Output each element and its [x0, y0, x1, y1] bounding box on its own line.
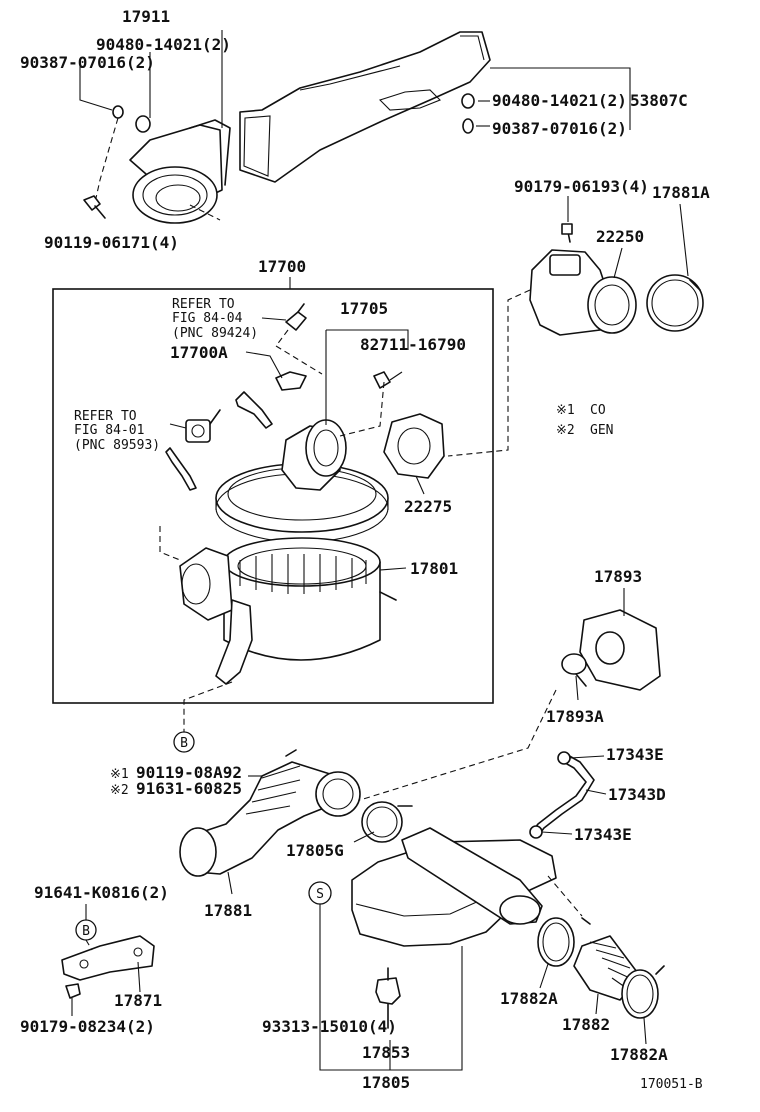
- clip-82711-drawing: [373, 371, 391, 389]
- grommets-right-drawing: [461, 93, 475, 134]
- intake-case-17805-drawing: [351, 827, 557, 947]
- ref1-line3: (PNC 89424): [172, 326, 258, 341]
- legend-gen-text: GEN: [590, 423, 613, 438]
- label-82711: 82711-16790: [360, 335, 466, 354]
- callout-s-label: S: [316, 887, 324, 902]
- label-22275: 22275: [404, 497, 452, 516]
- label-17882: 17882: [562, 1015, 610, 1034]
- label-90119-06171: 90119-06171(4): [44, 233, 179, 252]
- label-17700a: 17700A: [170, 343, 228, 362]
- label-17705: 17705: [340, 299, 388, 318]
- label-90119-08a92: 90119-08A92: [136, 763, 242, 782]
- gasket-22275-drawing: [383, 413, 445, 479]
- air-flow-meter-22250-drawing: [529, 223, 637, 336]
- bracket-17700a-drawing: [275, 371, 307, 391]
- label-53807c: 53807C: [630, 91, 688, 110]
- label-17700: 17700: [258, 257, 306, 276]
- label-90179-06193: 90179-06193(4): [514, 177, 649, 196]
- mount-93313-drawing: [375, 967, 401, 1029]
- label-90480-right: 90480-14021(2): [492, 91, 627, 110]
- small-hoses-drawing: [165, 391, 273, 491]
- label-17882a-left: 17882A: [500, 989, 558, 1008]
- label-17881a: 17881A: [652, 183, 710, 202]
- ref1-line1: REFER TO: [172, 297, 235, 312]
- label-17893: 17893: [594, 567, 642, 586]
- label-22250: 22250: [596, 227, 644, 246]
- label-90387-right: 90387-07016(2): [492, 119, 627, 138]
- legend-co-mark: ※1: [556, 403, 575, 418]
- grommets-left-drawing: [112, 105, 151, 133]
- bolt-90119-06171-drawing: [83, 195, 106, 219]
- label-90480-top: 90480-14021(2): [96, 35, 231, 54]
- callout-s: S: [308, 881, 332, 905]
- label-93313: 93313-15010(4): [262, 1017, 397, 1036]
- hose-17881-drawing: [179, 749, 361, 877]
- leader-lines: [71, 30, 689, 1071]
- bracket-17871-drawing: [61, 935, 155, 981]
- label-17343d: 17343D: [608, 785, 666, 804]
- clamp-17882a-right-drawing: [621, 965, 665, 1019]
- label-17882a-right: 17882A: [610, 1045, 668, 1064]
- callout-b-bottom-label: B: [82, 924, 90, 939]
- clamp-17805g-drawing: [361, 801, 413, 843]
- clamp-17882a-left-drawing: [537, 917, 575, 967]
- label-17881: 17881: [204, 901, 252, 920]
- label-90179-08234: 90179-08234(2): [20, 1017, 155, 1036]
- refer-note-fig-84-04: REFER TO FIG 84-04 (PNC 89424): [172, 297, 258, 341]
- air-cleaner-body-drawing: [179, 537, 397, 685]
- legend-co-text: CO: [590, 403, 606, 418]
- resonator-17893-drawing: [579, 609, 661, 691]
- label-17853: 17853: [362, 1043, 410, 1062]
- air-duct-53807c-drawing: [239, 31, 491, 183]
- label-90387-top: 90387-07016(2): [20, 53, 155, 72]
- callout-b-top-label: B: [180, 736, 188, 751]
- legend-gen-mark: ※2: [556, 423, 575, 438]
- refer-note-fig-84-01: REFER TO FIG 84-01 (PNC 89593): [74, 409, 160, 453]
- hose-17343d-drawing: [529, 751, 595, 839]
- label-17805g: 17805G: [286, 841, 344, 860]
- assembly-box-17700: [52, 288, 494, 704]
- sensor-fig-84-04-drawing: [285, 303, 307, 331]
- bolt-90179-08234-drawing: [65, 983, 81, 999]
- label-17343e-bottom: 17343E: [574, 825, 632, 844]
- label-17801: 17801: [410, 559, 458, 578]
- label-17871: 17871: [114, 991, 162, 1010]
- label-91641: 91641-K0816(2): [34, 883, 169, 902]
- clamp-17881a-drawing: [646, 274, 704, 332]
- figure-code: 170051-B: [640, 1077, 703, 1092]
- air-hose-17911-drawing: [129, 119, 231, 224]
- legend: ※1 CO ※2 GEN: [556, 403, 613, 438]
- vsv-fig-84-01-drawing: [185, 409, 221, 443]
- mark-co-1: ※1: [110, 767, 129, 782]
- label-17805: 17805: [362, 1073, 410, 1092]
- mark-gen-2: ※2: [110, 783, 129, 798]
- clamp-17893a-drawing: [561, 653, 587, 687]
- air-cleaner-cap-17705-drawing: [215, 419, 389, 543]
- callout-b-top: B: [173, 731, 195, 753]
- ref2-line3: (PNC 89593): [74, 438, 160, 453]
- label-17893a: 17893A: [546, 707, 604, 726]
- label-91631: 91631-60825: [136, 779, 242, 798]
- callout-b-bottom: B: [75, 919, 97, 941]
- ref2-line1: REFER TO: [74, 409, 137, 424]
- label-17343e-top: 17343E: [606, 745, 664, 764]
- label-17911: 17911: [122, 7, 170, 26]
- ref2-line2: FIG 84-01: [74, 423, 144, 438]
- ref1-line2: FIG 84-04: [172, 311, 243, 326]
